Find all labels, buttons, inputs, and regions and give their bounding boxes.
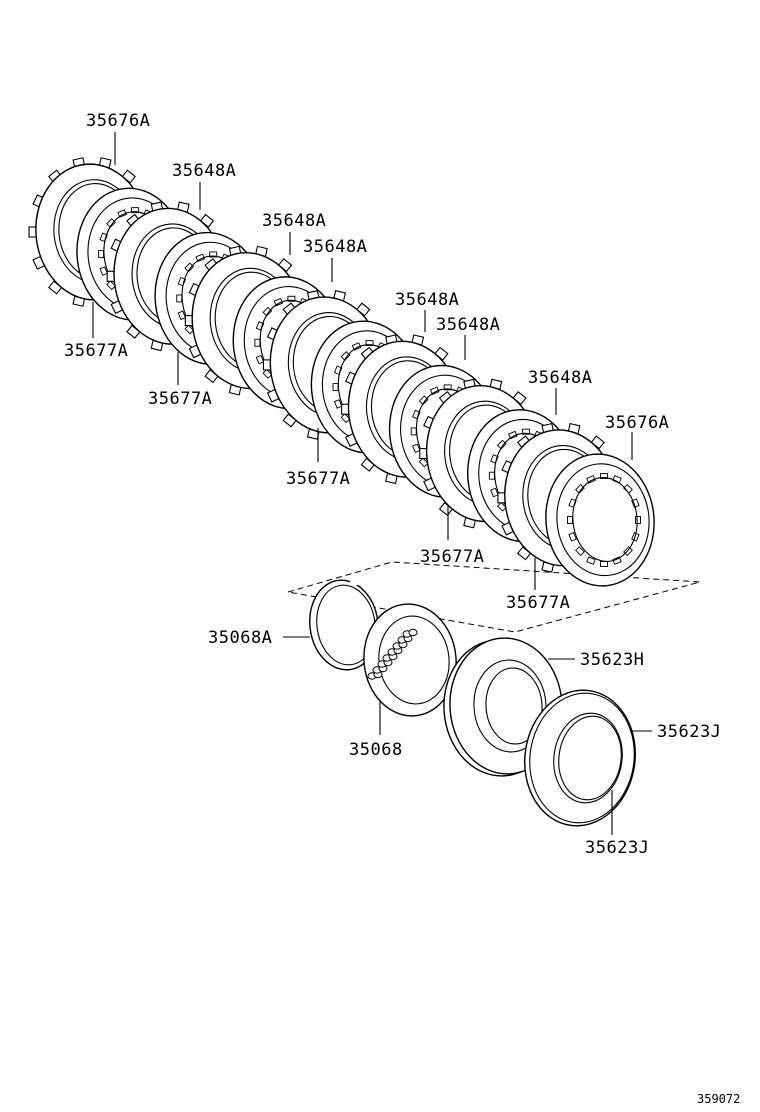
label-35648A-6: 35648A [528, 368, 592, 388]
label-35648A-5: 35648A [436, 315, 500, 335]
spring-coil [408, 628, 418, 637]
label-35623J-bottom: 35623J [585, 838, 649, 858]
figure-number: 359072 [697, 1092, 740, 1106]
snap-ring-35068A [309, 577, 379, 671]
o-ring-inner-35623J [553, 712, 623, 804]
spring-retainer-35068 [363, 603, 457, 717]
label-35648A-4: 35648A [395, 290, 459, 310]
label-35068: 35068 [349, 740, 403, 760]
label-35677A-2: 35677A [148, 389, 212, 409]
leader-lines [92, 132, 652, 835]
label-35648A-1: 35648A [172, 161, 236, 181]
label-35676A-top: 35676A [86, 111, 150, 131]
label-35648A-2: 35648A [262, 211, 326, 231]
label-35677A-3: 35677A [286, 469, 350, 489]
label-35623H: 35623H [580, 650, 644, 670]
return-springs [367, 628, 418, 680]
label-35677A-5: 35677A [506, 593, 570, 613]
label-35648A-3: 35648A [303, 237, 367, 257]
label-35677A-4: 35677A [420, 547, 484, 567]
label-35677A-1: 35677A [64, 341, 128, 361]
label-35623J-right: 35623J [657, 722, 721, 742]
label-35676A-bottom: 35676A [605, 413, 669, 433]
label-35068A: 35068A [208, 628, 272, 648]
clutch-plate-stack [28, 157, 655, 587]
friction-disc [545, 453, 655, 587]
part-labels: 35676A 35648A 35648A 35648A 35648A 35648… [64, 111, 721, 858]
